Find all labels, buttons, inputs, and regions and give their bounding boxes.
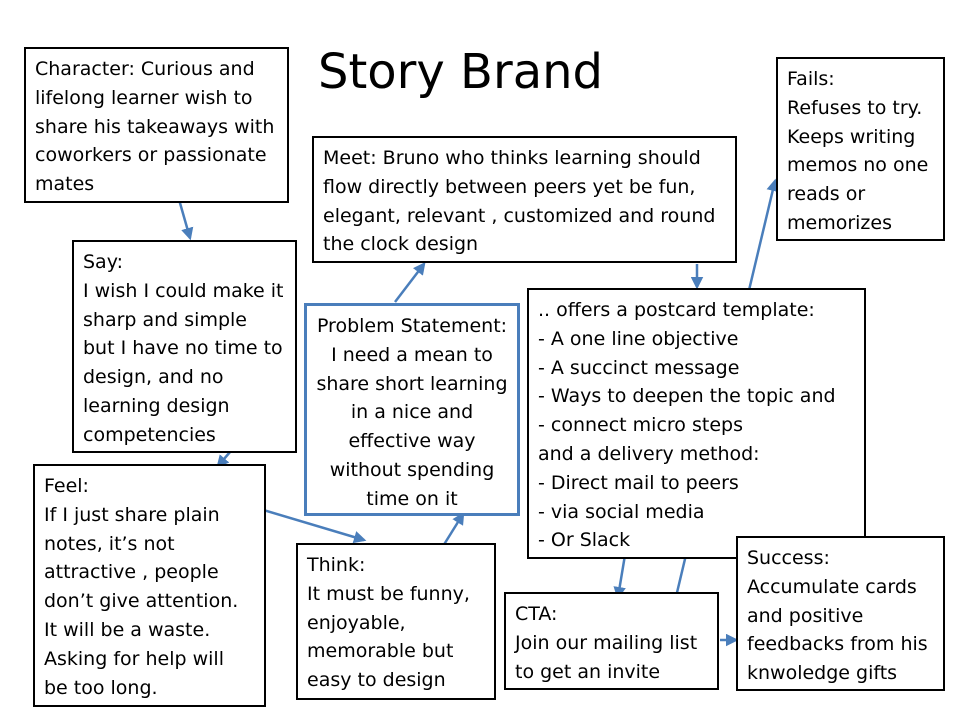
- character-box: Character: Curious and lifelong learner …: [24, 47, 289, 203]
- arrow-offers-to-cta: [613, 554, 627, 600]
- cta-box: CTA: Join our mailing list to get an inv…: [504, 592, 719, 690]
- offers-box: .. offers a postcard template: - A one l…: [527, 288, 866, 559]
- fails-box: Fails: Refuses to try. Keeps writing mem…: [776, 57, 945, 241]
- success-box: Success: Accumulate cards and positive f…: [736, 536, 945, 691]
- say-box: Say: I wish I could make it sharp and si…: [72, 240, 297, 453]
- problem-statement-box: Problem Statement: I need a mean to shar…: [304, 303, 520, 516]
- feel-box: Feel: If I just share plain notes, it’s …: [33, 464, 266, 707]
- meet-box: Meet: Bruno who thinks learning should f…: [312, 136, 737, 263]
- think-box: Think: It must be funny, enjoyable, memo…: [296, 543, 496, 700]
- page-title: Story Brand: [318, 44, 604, 100]
- arrow-problem-to-meet: [394, 262, 426, 303]
